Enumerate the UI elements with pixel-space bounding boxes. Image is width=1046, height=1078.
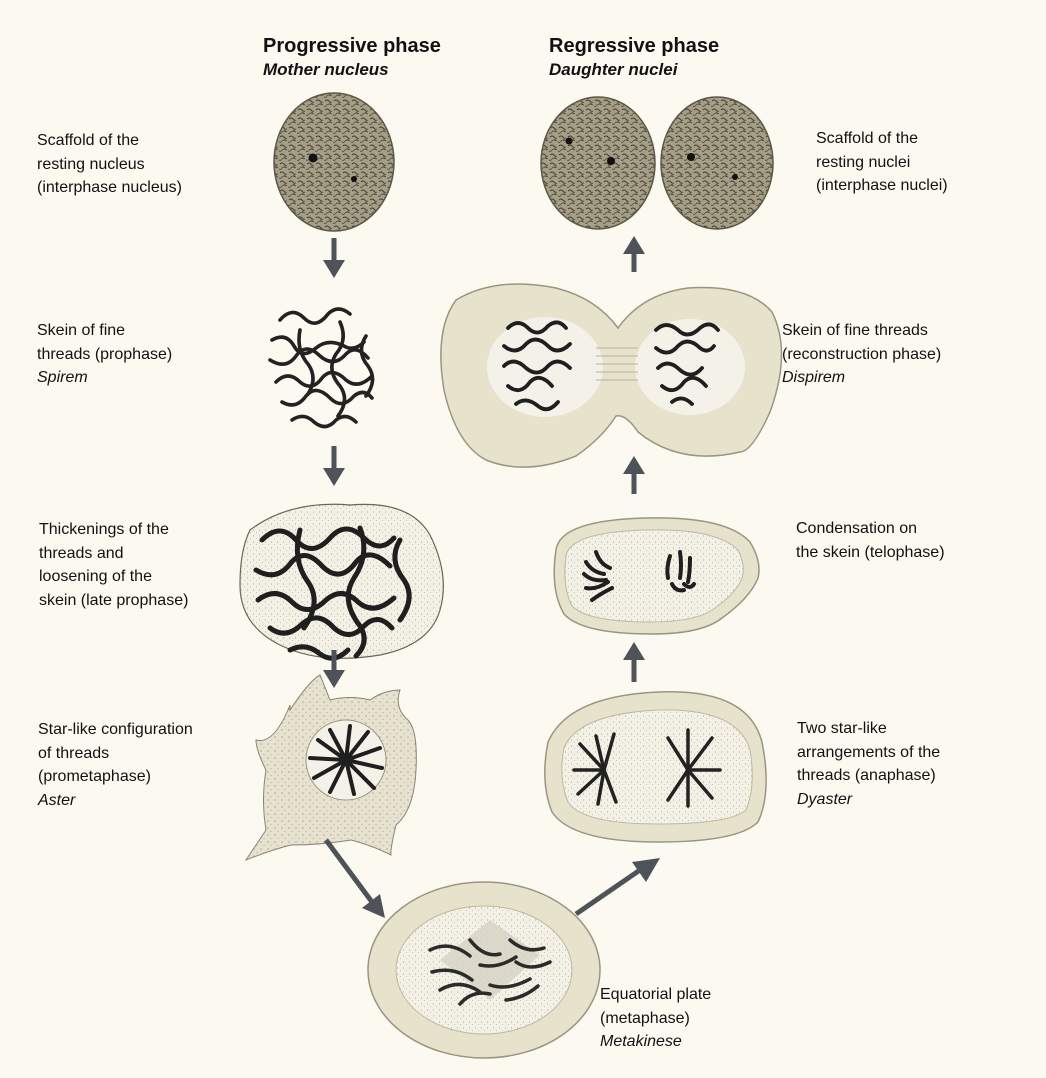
- label-line: (prometaphase): [38, 768, 151, 785]
- label-interphase-right: Scaffold of the resting nuclei (interpha…: [816, 127, 948, 198]
- label-term: Dispirem: [782, 369, 846, 386]
- label-telophase: Condensation on the skein (telophase): [796, 517, 945, 564]
- prophase-cell: [268, 307, 375, 429]
- label-anaphase: Two star-like arrangements of the thread…: [797, 717, 940, 811]
- label-line: (metaphase): [600, 1009, 690, 1027]
- late-prophase-cell: [239, 503, 444, 661]
- label-term: Metakinese: [600, 1033, 682, 1050]
- label-line: arrangements of the: [797, 743, 941, 761]
- label-term: Spirem: [37, 369, 88, 386]
- label-reconstruction: Skein of fine threads (reconstruction ph…: [782, 319, 941, 390]
- arrow-up-1: [623, 642, 645, 682]
- label-line: resting nuclei: [816, 153, 911, 171]
- telophase-cell: [553, 517, 760, 635]
- label-prophase: Skein of fine threads (prophase) Spirem: [37, 319, 172, 390]
- label-line: Star-like configuration: [38, 721, 193, 738]
- progressive-phase-title: Progressive phase: [263, 35, 441, 57]
- label-line: threads (prophase): [37, 345, 173, 363]
- interphase-nuclei-right: [540, 96, 774, 230]
- label-metaphase: Equatorial plate (metaphase) Metakinese: [600, 983, 711, 1054]
- reconstruction-cell: [440, 283, 783, 468]
- label-line: Equatorial plate: [600, 986, 712, 1003]
- label-line: Skein of fine threads: [782, 322, 928, 339]
- label-line: Condensation on: [796, 520, 917, 537]
- label-line: Skein of fine: [37, 322, 126, 339]
- label-interphase-left: Scaffold of the resting nucleus (interph…: [37, 129, 182, 200]
- progressive-phase-subtitle: Mother nucleus: [263, 60, 389, 79]
- progressive-phase-header: Progressive phase Mother nucleus: [263, 33, 441, 81]
- label-line: resting nucleus: [37, 155, 145, 173]
- label-line: the skein (telophase): [796, 543, 945, 561]
- prometaphase-cell: [244, 674, 417, 862]
- label-late-prophase: Thickenings of the threads and loosening…: [39, 518, 188, 612]
- metaphase-cell: [367, 881, 601, 1059]
- arrow-down-2: [323, 446, 345, 486]
- arrow-up-2: [623, 456, 645, 494]
- label-line: (interphase nucleus): [37, 179, 182, 196]
- label-line: threads and: [39, 544, 124, 562]
- label-line: Scaffold of the: [37, 132, 139, 149]
- label-term: Aster: [38, 791, 76, 809]
- arrow-up-3: [623, 236, 645, 272]
- regressive-phase-header: Regressive phase Daughter nuclei: [549, 33, 719, 81]
- arrow-down-1: [323, 238, 345, 278]
- label-line: Two star-like: [797, 720, 887, 737]
- label-term: Dyaster: [797, 790, 853, 808]
- arrow-diagonal-up: [574, 858, 660, 917]
- interphase-nucleus-left: [273, 92, 395, 232]
- label-line: threads (anaphase): [797, 767, 936, 784]
- anaphase-cell: [544, 690, 767, 843]
- label-prometaphase: Star-like configuration of threads (prom…: [38, 718, 193, 812]
- label-line: (reconstruction phase): [782, 345, 942, 363]
- label-line: Thickenings of the: [39, 521, 169, 538]
- regressive-phase-title: Regressive phase: [549, 35, 720, 57]
- label-line: loosening of the: [39, 568, 152, 585]
- regressive-phase-subtitle: Daughter nuclei: [549, 60, 678, 79]
- arrow-down-3: [323, 650, 345, 688]
- label-line: skein (late prophase): [39, 591, 189, 609]
- label-line: (interphase nuclei): [816, 177, 948, 194]
- arrow-diagonal-down: [323, 838, 385, 918]
- label-line: Scaffold of the: [816, 130, 918, 147]
- label-line: of threads: [38, 744, 110, 762]
